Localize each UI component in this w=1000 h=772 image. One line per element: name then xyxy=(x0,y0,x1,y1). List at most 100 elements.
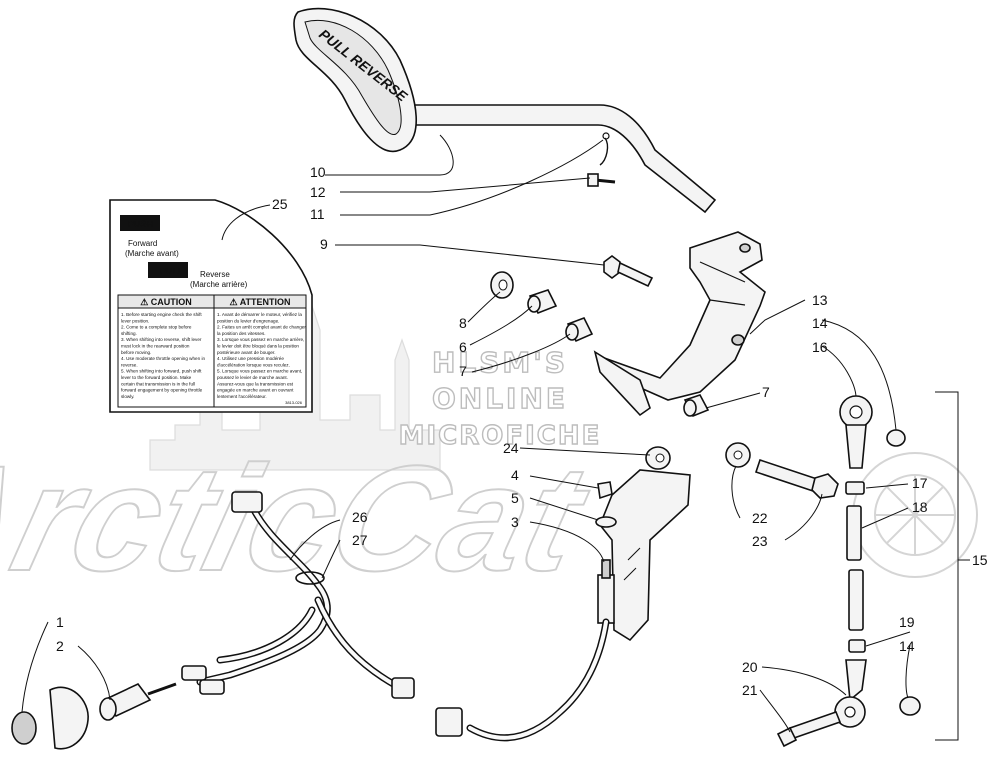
callout-5: 5 xyxy=(511,490,519,506)
caution_lines-line: 3. When shifting into reverse, shift lev… xyxy=(121,337,202,342)
decal-reverse-en: Reverse xyxy=(200,270,230,279)
callout-17: 17 xyxy=(912,475,928,491)
attention_lines-line: postérieure avant de bouger. xyxy=(217,350,276,355)
washer-8 xyxy=(490,271,514,299)
callout-9: 9 xyxy=(320,236,328,252)
wire-harness xyxy=(181,491,415,699)
watermark-skyline xyxy=(149,298,441,471)
nut-4 xyxy=(597,481,613,500)
leader-lines xyxy=(21,134,970,733)
watermark-line3: MICROFICHE xyxy=(399,421,602,451)
washer-24 xyxy=(645,446,671,470)
callout-19: 19 xyxy=(899,614,915,630)
callout-26: 26 xyxy=(352,509,368,525)
caution_lines-line: shifting. xyxy=(121,331,137,336)
switch-cable-connector xyxy=(435,707,463,737)
attention_lines-line: lentement l'accélérateur. xyxy=(217,394,267,399)
decal-forward-fr: (Marche avant) xyxy=(125,249,179,258)
attention_lines-line: 1. Avant de démarrer le moteur, vérifiez… xyxy=(217,312,302,317)
callout-20: 20 xyxy=(742,659,758,675)
decal-reverse-fr: (Marche arrière) xyxy=(190,280,248,289)
bezel-nut-1 xyxy=(11,686,89,750)
decal-caution-header: ⚠ CAUTION xyxy=(140,297,192,307)
callouts: 1 2 3 4 5 6 7 7 8 9 10 11 12 13 14 14 15… xyxy=(56,164,988,698)
callout-24: 24 xyxy=(503,440,519,456)
lockwasher-22 xyxy=(725,442,751,468)
bushing-7b xyxy=(683,394,710,418)
caution_lines-line: forward engagement by opening throttle xyxy=(121,388,203,393)
callout-13: 13 xyxy=(812,292,828,308)
assembly-bracket-15 xyxy=(935,391,959,741)
switch-bracket xyxy=(599,469,691,642)
rod-end-upper-16 xyxy=(839,395,873,469)
caution_lines-line: reverse. xyxy=(121,362,138,367)
watermark-brand: ArcticCat xyxy=(0,435,604,602)
decal-push-block xyxy=(120,215,160,231)
callout-4: 4 xyxy=(511,467,519,483)
callout-15: 15 xyxy=(972,552,988,568)
callout-14b: 14 xyxy=(899,638,915,654)
attention_lines-line: Assurez-vous que la transmission est xyxy=(217,381,294,386)
callout-27: 27 xyxy=(352,532,368,548)
reverse-lever-handle: PULL REVERSE xyxy=(293,7,717,214)
caution_lines-line: 1. Before starting engine check the shif… xyxy=(121,312,202,317)
callout-11: 11 xyxy=(310,206,325,222)
decal-attention-header: ⚠ ATTENTION xyxy=(229,297,290,307)
caution_lines-line: must lock in the rearward position xyxy=(121,344,190,349)
callout-14a: 14 xyxy=(812,315,828,331)
jam-nut-19 xyxy=(848,639,866,653)
washer-5 xyxy=(595,516,617,528)
decal-part-code: 3813-026 xyxy=(285,400,303,405)
bolt-21 xyxy=(776,710,842,748)
attention_lines-line: engagée en marche avant en ouvrant xyxy=(217,388,294,393)
harness-connector-upper xyxy=(231,491,263,513)
watermark: ArcticCat HLSM'S ONLINE MICROFICHE xyxy=(0,298,978,603)
harness-connector-right xyxy=(391,677,415,699)
attention_lines-line: 2. Faites un arrêt complet avant de chan… xyxy=(217,325,306,330)
caution_lines-line: 2. Come to a complete stop before xyxy=(121,325,192,330)
rod-end-lower-20 xyxy=(834,659,867,728)
shift-bracket xyxy=(593,231,766,417)
nut-14b xyxy=(899,696,921,716)
callout-3: 3 xyxy=(511,514,519,530)
callout-22: 22 xyxy=(752,510,768,526)
harness-connector-left2 xyxy=(199,679,225,695)
callout-18: 18 xyxy=(912,499,928,515)
callout-12: 12 xyxy=(310,184,326,200)
callout-25: 25 xyxy=(272,196,288,212)
callout-16: 16 xyxy=(812,339,828,355)
decal-forward-en: Forward xyxy=(128,239,157,248)
attention_lines-line: 5. Lorsque vous passez en marche avant, xyxy=(217,369,302,374)
bolt-23 xyxy=(754,458,839,499)
watermark-line2: ONLINE xyxy=(432,382,568,415)
callout-7a: 7 xyxy=(459,363,467,379)
attention_lines-line: 3. Lorsque vous passez en marche arrière… xyxy=(217,337,304,342)
caution_lines-line: slowly. xyxy=(121,394,134,399)
callout-21: 21 xyxy=(742,682,758,698)
callout-2: 2 xyxy=(56,638,64,654)
callout-23: 23 xyxy=(752,533,768,549)
caution_lines-line: lever to the forward position. Make xyxy=(121,375,192,380)
harness-connector-left1 xyxy=(181,665,207,681)
callout-7b: 7 xyxy=(762,384,770,400)
decal-push-label: PUSH xyxy=(128,219,153,229)
attention_lines-line: la position des vitesses. xyxy=(217,331,266,336)
lever-pin xyxy=(587,132,616,187)
caution_lines-line: certain that transmission is in the full xyxy=(121,381,195,386)
attention_lines-line: d'accélération lorsque vous reculez. xyxy=(217,362,290,367)
bolt-9 xyxy=(603,255,654,288)
callout-1: 1 xyxy=(56,614,64,630)
decal-pull-block xyxy=(148,262,188,278)
bushing-7a xyxy=(565,316,594,343)
caution_lines-line: 4. Use moderate throttle opening when in xyxy=(121,356,205,361)
harness-tie-27 xyxy=(295,571,325,585)
caution_lines-line: lever position. xyxy=(121,318,149,323)
caution_lines-line: 5. When shifting into forward, push shif… xyxy=(121,369,202,374)
callout-8: 8 xyxy=(459,315,467,331)
watermark-line1: HLSM'S xyxy=(432,346,568,379)
rod-18 xyxy=(846,505,864,631)
attention_lines-line: le levier doit être bloqué dans la posit… xyxy=(217,344,299,349)
bushing-6 xyxy=(527,289,558,315)
attention_lines-line: 4. Utilisez une pression modérée xyxy=(217,356,284,361)
